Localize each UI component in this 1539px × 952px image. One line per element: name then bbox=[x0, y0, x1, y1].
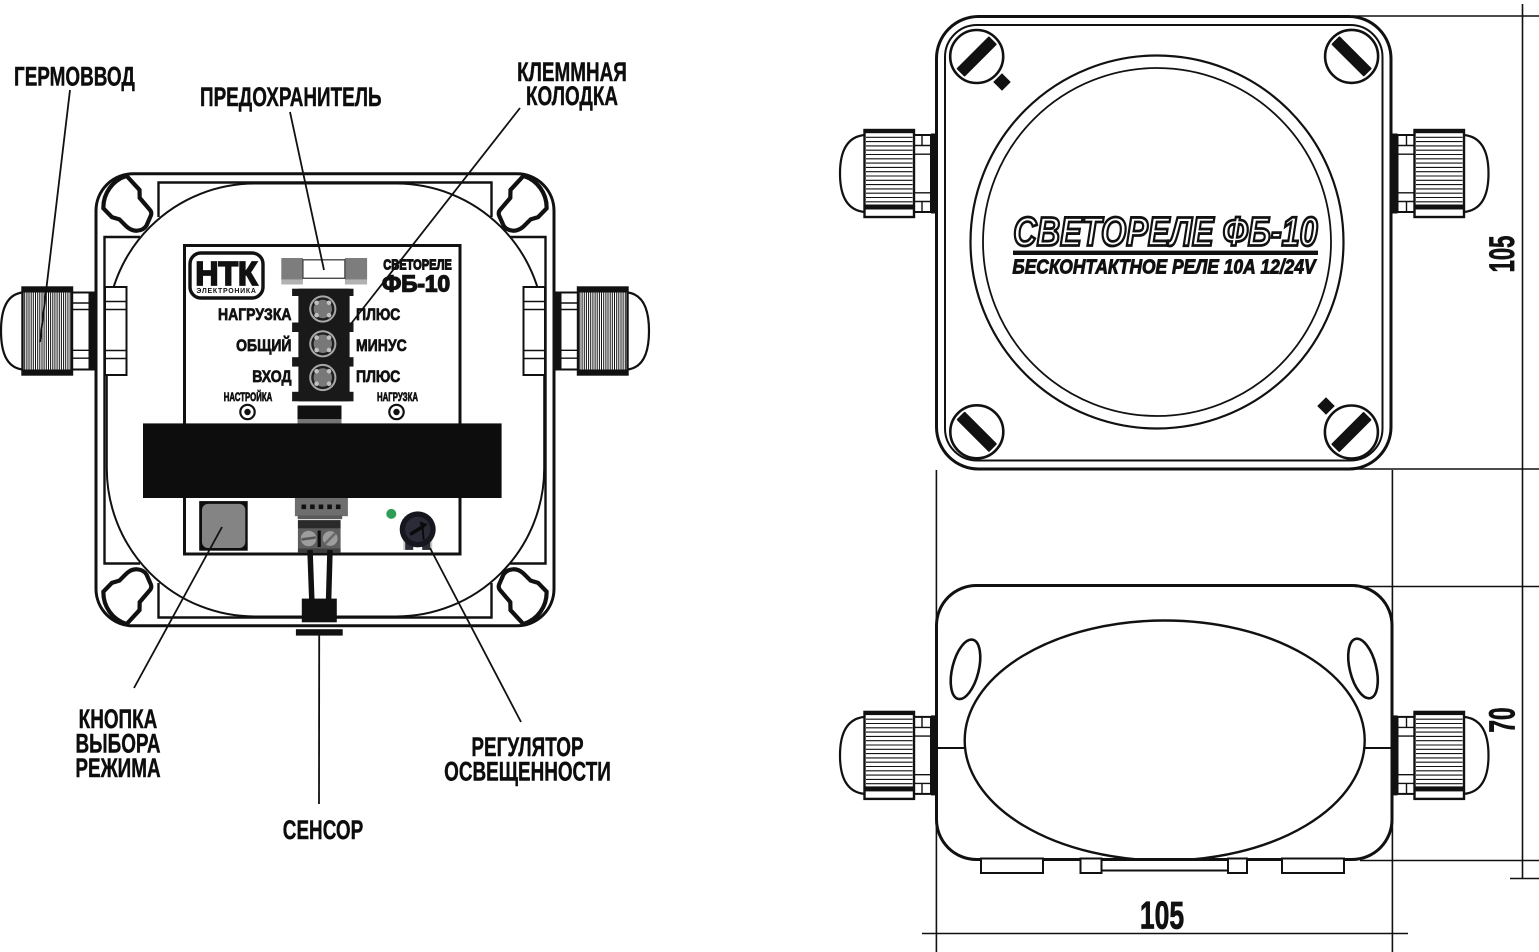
svg-text:105: 105 bbox=[1483, 236, 1523, 273]
svg-text:СЕНСОР: СЕНСОР bbox=[283, 815, 363, 845]
svg-text:БЕСКОНТАКТНОЕ РЕЛЕ 10А 12/24: БЕСКОНТАКТНОЕ РЕЛЕ 10А 12/24V bbox=[1012, 255, 1317, 277]
svg-text:КЛЕММНАЯ: КЛЕММНАЯ bbox=[517, 57, 627, 87]
svg-text:НАГРУЗКА: НАГРУЗКА bbox=[218, 306, 292, 324]
svg-text:СВЕТОРЕЛЕ ФБ-10: СВЕТОРЕЛЕ ФБ-10 bbox=[1013, 209, 1318, 254]
svg-text:МИНУС: МИНУС bbox=[356, 337, 407, 355]
svg-text:ОСВЕЩЕННОСТИ: ОСВЕЩЕННОСТИ bbox=[444, 756, 611, 786]
svg-text:КОЛОДКА: КОЛОДКА bbox=[526, 81, 618, 111]
svg-text:ФБ-10: ФБ-10 bbox=[382, 270, 450, 297]
svg-text:НАГРУЗКА: НАГРУЗКА bbox=[377, 392, 418, 405]
svg-text:РЕЖИМА: РЕЖИМА bbox=[75, 753, 160, 783]
svg-text:ВЫБОРА: ВЫБОРА bbox=[75, 728, 160, 758]
svg-text:ВХОД: ВХОД bbox=[252, 368, 291, 386]
svg-text:ОБЩИЙ: ОБЩИЙ bbox=[236, 336, 291, 355]
svg-text:105: 105 bbox=[1140, 894, 1184, 937]
svg-text:ПЛЮС: ПЛЮС bbox=[356, 368, 400, 386]
svg-text:ПЛЮС: ПЛЮС bbox=[356, 306, 400, 324]
svg-text:РЕГУЛЯТОР: РЕГУЛЯТОР bbox=[471, 732, 583, 762]
svg-text:ПРЕДОХРАНИТЕЛЬ: ПРЕДОХРАНИТЕЛЬ bbox=[200, 82, 382, 112]
svg-text:ЭЛЕКТРОНИКА: ЭЛЕКТРОНИКА bbox=[196, 288, 256, 295]
svg-text:НАСТРОЙКА: НАСТРОЙКА bbox=[224, 390, 273, 404]
svg-text:НТК: НТК bbox=[195, 256, 257, 293]
svg-text:КНОПКА: КНОПКА bbox=[79, 704, 158, 734]
svg-text:70: 70 bbox=[1483, 707, 1522, 732]
svg-text:ГЕРМОВВОД: ГЕРМОВВОД bbox=[14, 61, 135, 91]
